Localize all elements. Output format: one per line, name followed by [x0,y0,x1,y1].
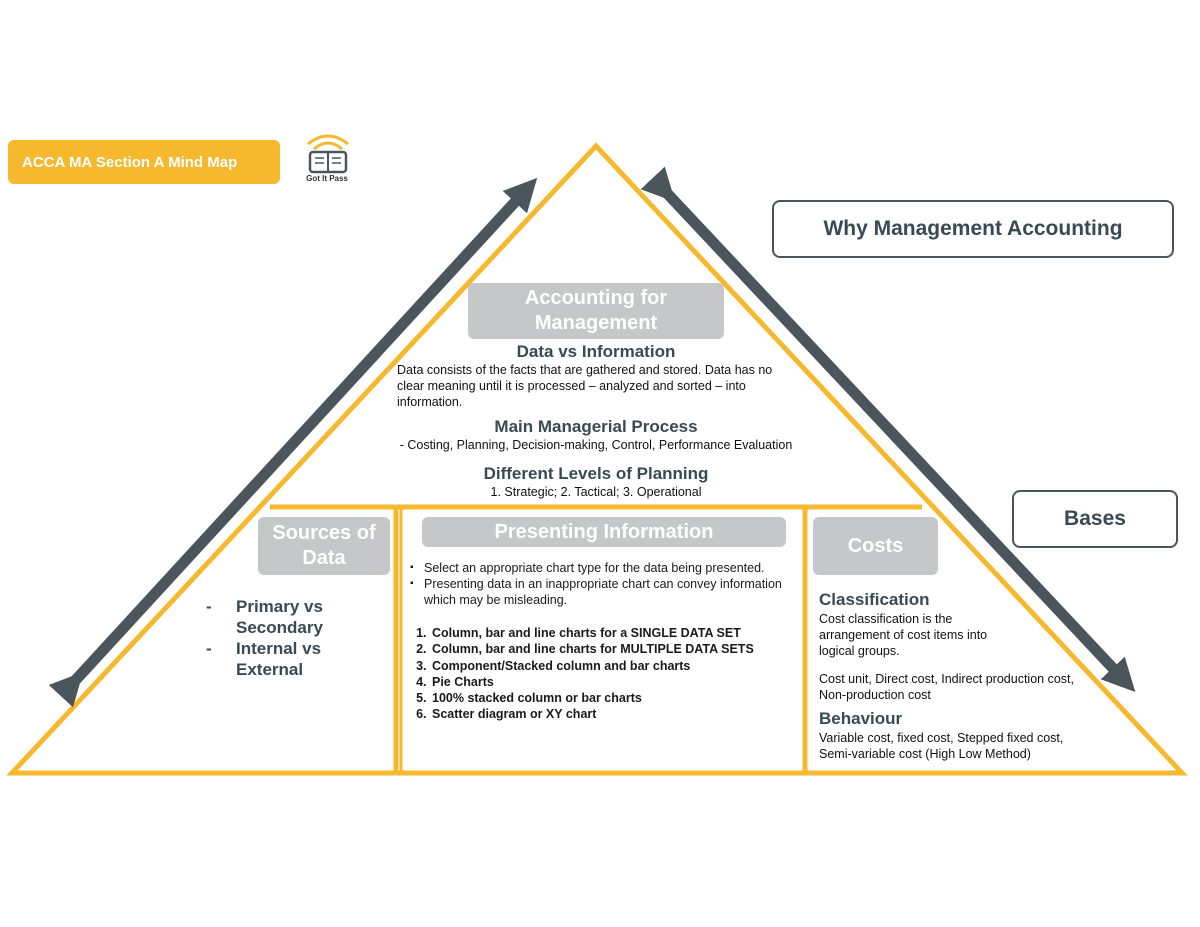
left-double-arrow [48,177,538,708]
mind-map-title: ACCA MA Section A Mind Map [22,153,238,171]
behaviour-title: Behaviour [819,709,903,728]
levels-of-planning-title: Different Levels of Planning [483,464,709,483]
list-item: Presenting data in an inappropriate char… [410,576,800,608]
main-managerial-process-title: Main Managerial Process [494,417,698,436]
right-double-arrow [640,166,1136,693]
sources-of-data-heading: Sources of Data [258,517,390,575]
list-item: - Primary vs Secondary [206,597,323,637]
list-item: Scatter diagram or XY chart [430,706,800,722]
classification-title: Classification [819,590,930,609]
chart-types-list: Column, bar and line charts for a SINGLE… [406,625,800,723]
presenting-information-heading: Presenting Information [422,517,786,547]
why-management-accounting-label: Why Management Accounting [823,217,1123,240]
costs-heading: Costs [813,517,938,575]
mind-map-title-badge: ACCA MA Section A Mind Map [8,140,280,184]
levels-of-planning-text: 1. Strategic; 2. Tactical; 3. Operationa… [490,485,702,499]
behaviour-text: Variable cost, fixed cost, Stepped fixed… [819,731,1064,761]
data-vs-information-title: Data vs Information [516,342,676,361]
list-item: - Internal vs External [206,639,322,679]
list-item: Column, bar and line charts for a SINGLE… [430,625,800,641]
sources-of-data-list: - Primary vs Secondary - Internal vs Ext… [206,596,381,680]
classification-text: Cost classification is the arrangement o… [819,612,988,658]
logo-text: Got It Pass [306,174,348,183]
classification-examples: Cost unit, Direct cost, Indirect product… [819,672,1074,702]
list-item: Pie Charts [430,674,800,690]
list-item: Component/Stacked column and bar charts [430,658,800,674]
list-item: Column, bar and line charts for MULTIPLE… [430,641,800,657]
bases-label: Bases [1064,507,1126,530]
book-wifi-icon [307,134,349,174]
bases-box: Bases [1012,490,1178,548]
presenting-bullets: Select an appropriate chart type for the… [408,560,800,608]
main-managerial-process-text: - Costing, Planning, Decision-making, Co… [399,438,793,452]
list-item: 100% stacked column or bar charts [430,690,800,706]
got-it-pass-logo: Got It Pass [298,130,358,190]
why-management-accounting-box: Why Management Accounting [772,200,1174,258]
accounting-for-management-heading: Accounting for Management [468,283,724,339]
data-vs-information-text: Data consists of the facts that are gath… [397,363,773,409]
list-item: Select an appropriate chart type for the… [410,560,800,576]
